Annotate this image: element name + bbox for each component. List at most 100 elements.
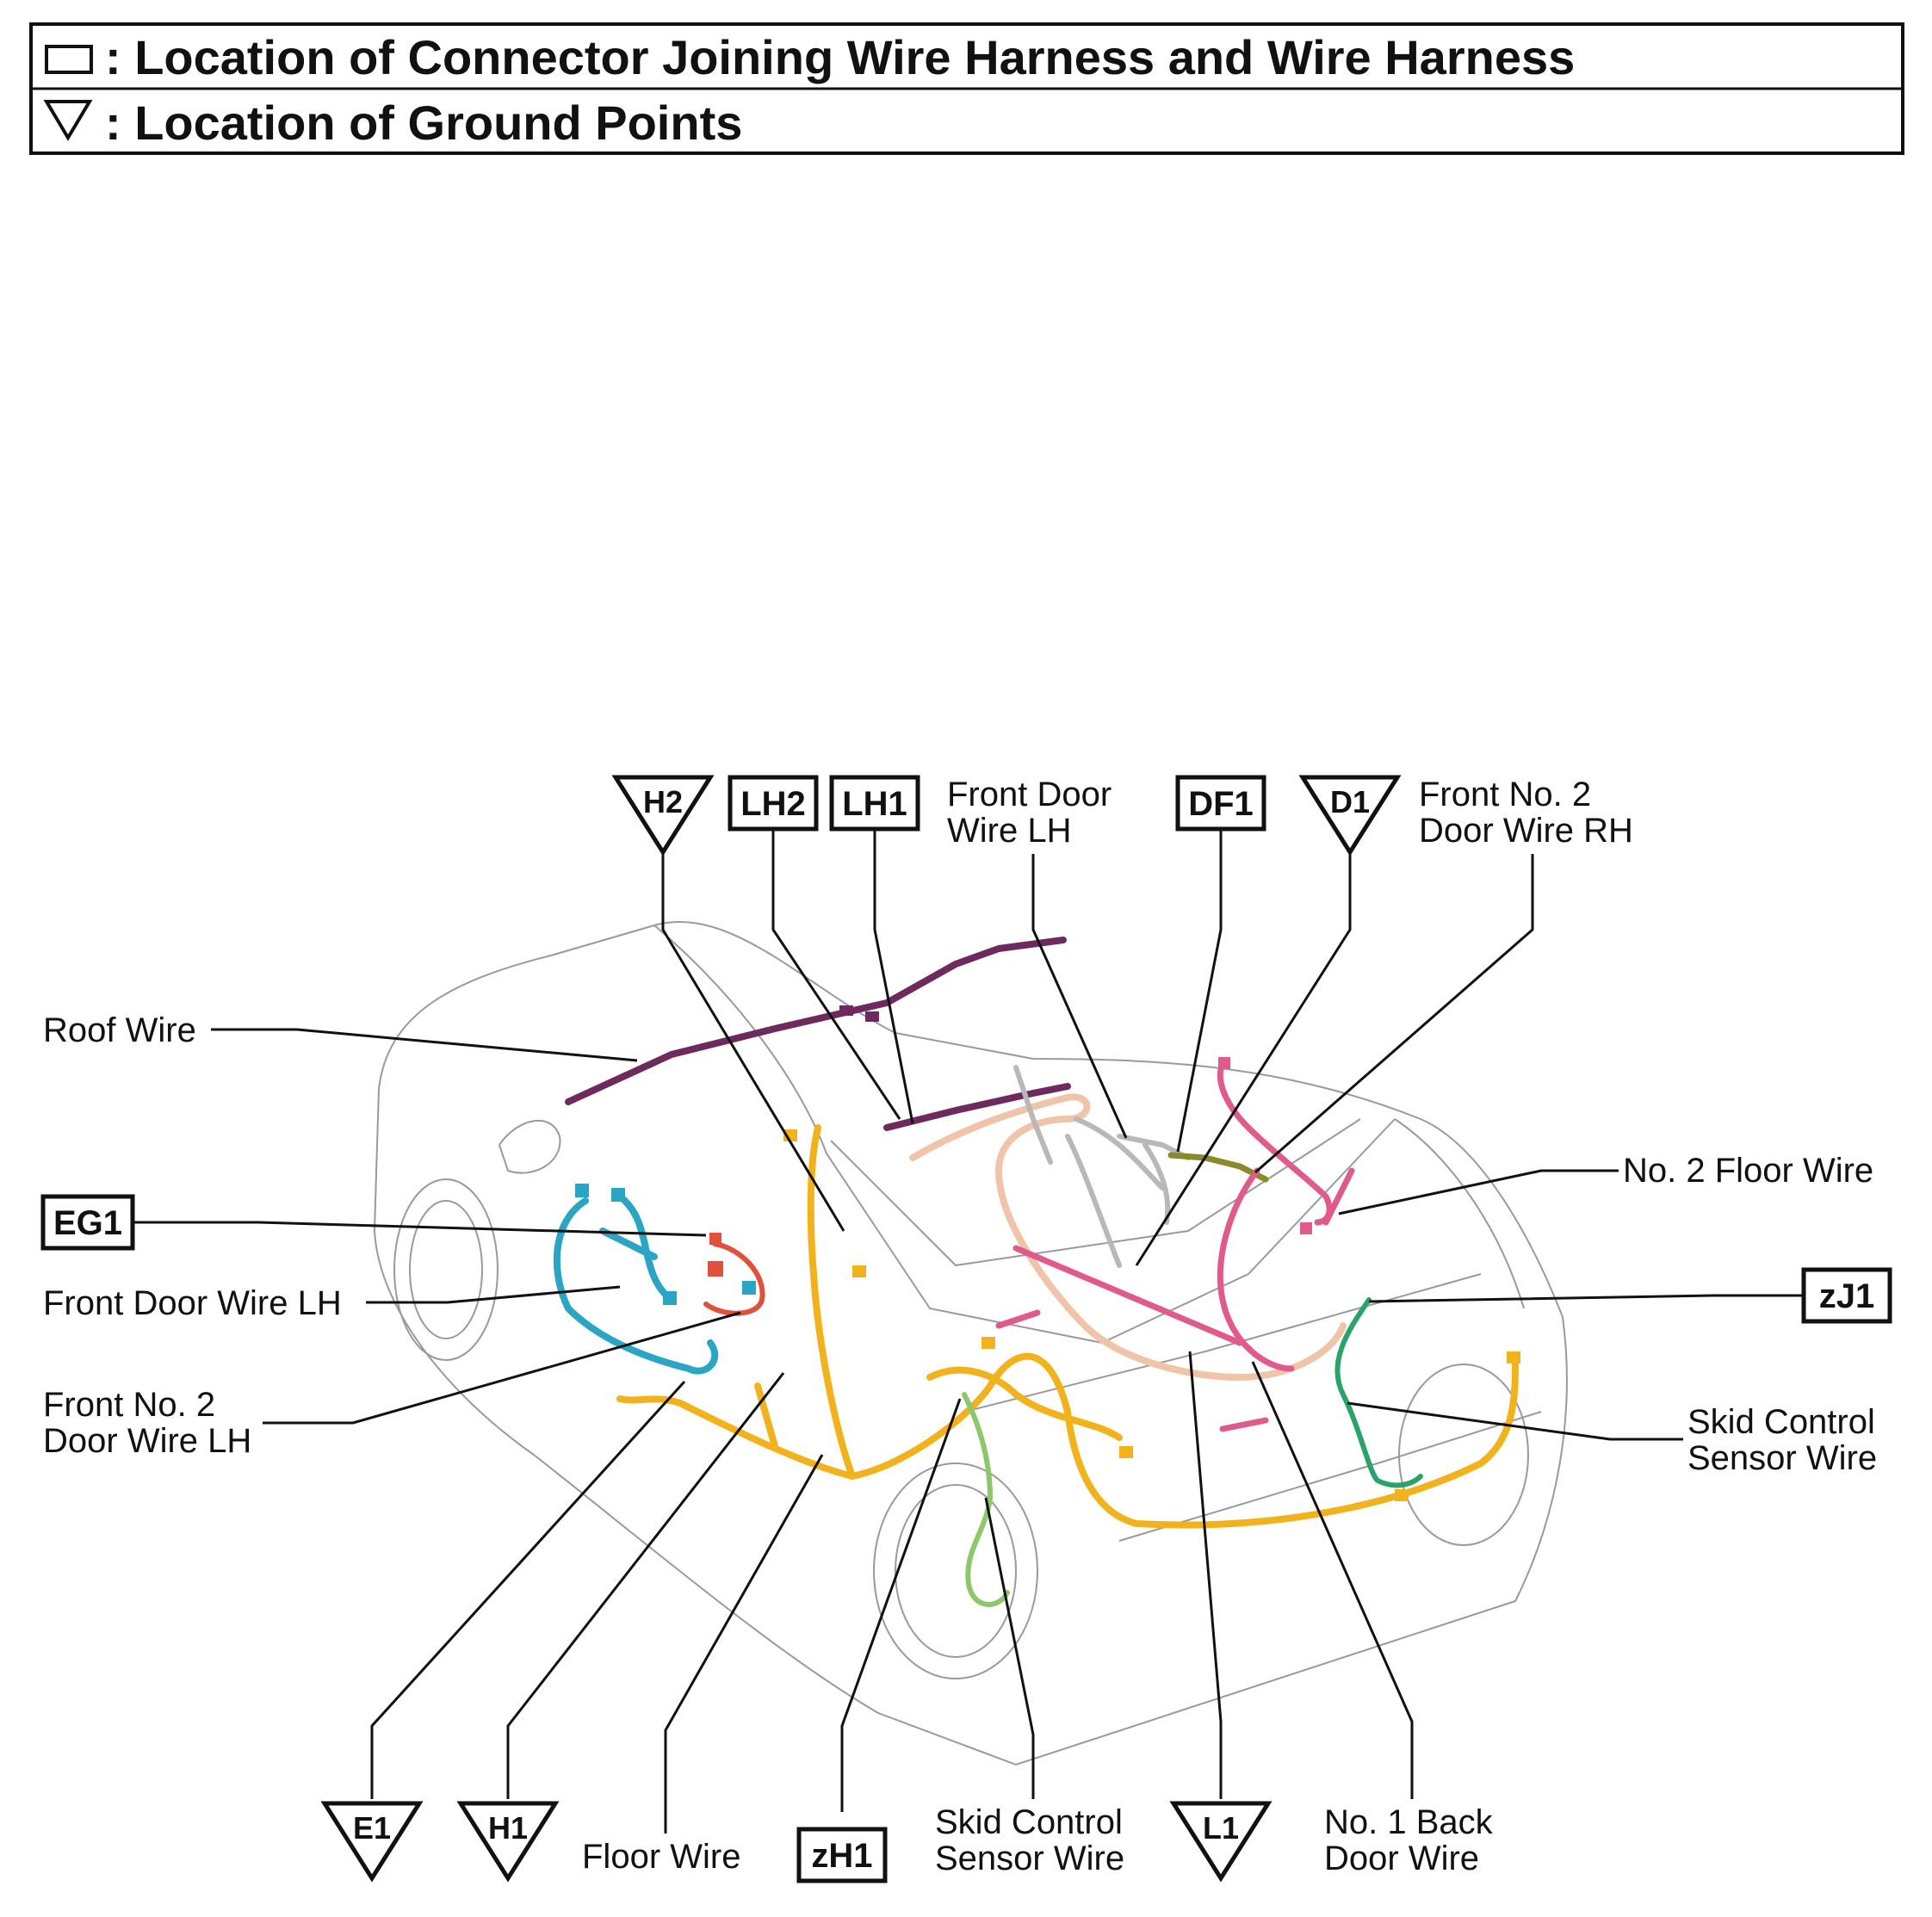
leader-eg1 [133, 1221, 707, 1237]
no2-floor-wire [1012, 1060, 1355, 1372]
legend: : Location of Connector Joining Wire Har… [29, 22, 1904, 155]
roof-wire-connector [865, 1011, 879, 1022]
ground-symbol-icon [43, 100, 93, 141]
label-no2-floor-wire: No. 2 Floor Wire [1623, 1152, 1873, 1190]
badge-lh2 [728, 775, 819, 832]
wire-harnesses [553, 937, 1520, 1607]
front-no2-connector [709, 1233, 721, 1245]
leader-skid-control-bottom [984, 1497, 1035, 1799]
badge-lh2-text: LH2 [740, 785, 806, 823]
ground-h1 [456, 1801, 560, 1883]
leader-h2 [661, 848, 845, 1232]
ground-h2-text: H2 [643, 784, 683, 819]
badge-lh1-text: LH1 [842, 785, 907, 823]
ground-d1 [1298, 775, 1402, 856]
leader-df1 [1176, 831, 1223, 1153]
leader-lh1 [873, 831, 914, 1124]
leader-roof-wire [211, 1028, 638, 1062]
badge-zh1 [796, 1827, 888, 1883]
windshield-line [653, 924, 1396, 1345]
ground-d1-text: D1 [1330, 784, 1370, 819]
badge-lh1 [829, 775, 920, 832]
leader-l1 [1188, 1351, 1223, 1799]
label-skid-control-right-line2: Sensor Wire [1687, 1439, 1877, 1477]
leader-front-no2-door-wire-rh [1254, 854, 1534, 1174]
badge-eg1-text: EG1 [53, 1204, 122, 1242]
front-right-wheel-inner [895, 1484, 1017, 1658]
label-no1-back-door-line1: No. 1 Back [1324, 1803, 1494, 1841]
rear-right-wheel [1398, 1364, 1529, 1546]
front-left-wheel [393, 1178, 498, 1361]
leader-no2-floor-wire [1338, 1169, 1619, 1215]
ground-e1 [320, 1801, 424, 1883]
leader-d1 [1135, 854, 1352, 1266]
floor-wire-connector [1395, 1489, 1409, 1501]
roof-wire-connector [839, 1005, 853, 1016]
leader-front-door-wire-lh [366, 1285, 621, 1304]
label-skid-control-bottom-line1: Skid Control [935, 1803, 1123, 1841]
front-no2-door-wire-lh [703, 1241, 765, 1316]
badge-zj1 [1801, 1267, 1892, 1324]
harness-labels: Front Door Wire LH Front No. 2 Door Wire… [43, 776, 1877, 1877]
label-front-no2-door-wire-lh-line2: Door Wire LH [43, 1422, 251, 1460]
leader-e1 [370, 1380, 686, 1799]
label-skid-control-bottom-line2: Sensor Wire [935, 1840, 1124, 1877]
leader-zh1 [840, 1398, 962, 1812]
connector-badges: LH2 LH1 DF1 EG1 zJ1 zH1 [40, 775, 1892, 1883]
label-front-no2-door-wire-lh-line1: Front No. 2 [43, 1386, 215, 1424]
skid-control-sensor-wire [1334, 1297, 1423, 1488]
label-skid-control-right-line1: Skid Control [1687, 1403, 1875, 1441]
label-floor-wire: Floor Wire [582, 1838, 740, 1876]
label-no1-back-door-line2: Door Wire [1324, 1840, 1479, 1877]
ground-h1-text: H1 [488, 1810, 528, 1846]
door-wire-connector [742, 1281, 756, 1295]
label-front-no2-door-wire-rh-line1: Front No. 2 [1419, 776, 1591, 813]
leader-h1 [506, 1372, 785, 1799]
label-roof-wire: Roof Wire [43, 1011, 196, 1049]
leader-lh2 [771, 831, 901, 1120]
ground-l1-text: L1 [1203, 1810, 1239, 1846]
skid-control-sensor-wire-front [962, 1392, 1010, 1607]
badge-df1 [1175, 775, 1266, 832]
badge-zh1-text: zH1 [811, 1837, 872, 1875]
floor-wire-connector [1507, 1351, 1520, 1364]
no2-floor-connector [1218, 1057, 1230, 1069]
ground-l1 [1169, 1801, 1273, 1883]
badge-df1-text: DF1 [1188, 785, 1254, 823]
cowl-wire [1013, 1065, 1191, 1268]
leader-lines [133, 831, 1802, 1834]
leader-floor-wire [664, 1454, 824, 1834]
leader-front-door-wire-lh-top [1031, 854, 1128, 1139]
rocker-line [1118, 1411, 1542, 1542]
car-outline [373, 921, 1568, 1766]
label-front-door-wire-lh-top-line2: Wire LH [947, 812, 1071, 850]
car-body-shell [373, 921, 1568, 1766]
rear-pillar [1394, 1118, 1525, 1309]
connector-symbol-icon [45, 45, 93, 74]
front-no2-connector [708, 1261, 723, 1277]
legend-connector-text: : Location of Connector Joining Wire Har… [105, 30, 1575, 84]
label-front-no2-door-wire-rh-line2: Door Wire RH [1419, 812, 1633, 850]
floor-wire [616, 1124, 1519, 1529]
legend-ground-text: : Location of Ground Points [105, 96, 742, 150]
leader-front-no2-door-wire-lh [263, 1311, 741, 1425]
ground-e1-text: E1 [353, 1810, 391, 1846]
body-side-line [963, 1273, 1482, 1413]
leader-no1-back-door [1251, 1361, 1414, 1799]
label-front-door-wire-lh-top-line1: Front Door [947, 776, 1112, 813]
front-right-wheel [873, 1462, 1038, 1679]
floor-wire-connector [852, 1265, 866, 1277]
roof-wire [565, 937, 1071, 1131]
no2-floor-wire-branch [995, 1309, 1269, 1432]
door-wire-connector [611, 1188, 625, 1202]
door-wire-connector [663, 1291, 677, 1305]
no2-floor-connector [1300, 1222, 1312, 1234]
instrument-panel-wire [909, 1093, 1347, 1381]
front-door-wire-lh [553, 1193, 719, 1375]
front-left-wheel-inner [409, 1200, 483, 1339]
floor-wire-connector [1119, 1446, 1133, 1458]
badge-eg1 [40, 1194, 135, 1251]
ground-h2 [611, 775, 715, 856]
leader-zj1 [1368, 1294, 1802, 1303]
